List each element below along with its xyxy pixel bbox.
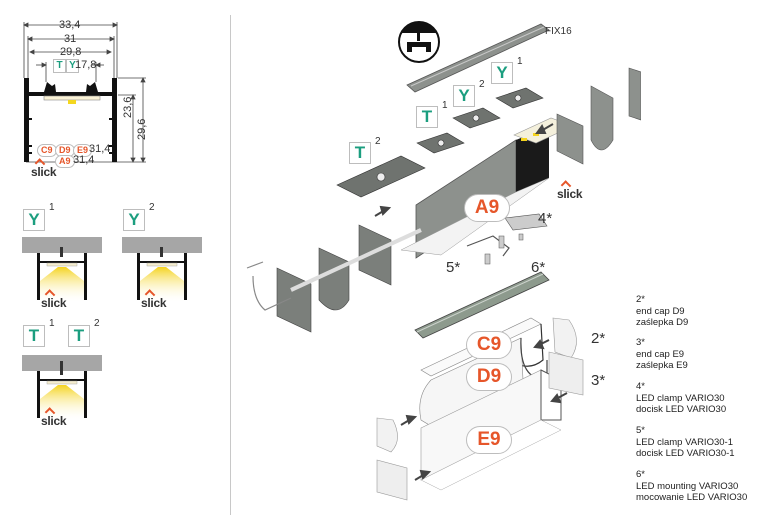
end-cap-left-2 — [318, 247, 350, 311]
legend-item-2: 2* end cap D9 zaślepka D9 — [636, 294, 688, 329]
badge-mount-y: Y — [66, 59, 79, 73]
arrow-icon — [400, 414, 432, 481]
led-clamp-vario30 — [504, 213, 548, 231]
badge-y1-exploded-sup: 1 — [517, 56, 523, 67]
legend-item-3: 3* end cap E9 zaślepka E9 — [636, 337, 688, 372]
badge-t2-sup: 2 — [94, 318, 100, 329]
mount-y2-drawing — [122, 237, 202, 303]
mount-plate-t2 — [336, 155, 426, 198]
legend-item-5: 5* LED clamp VARIO30-1 docisk LED VARIO3… — [636, 425, 735, 460]
legend-en: LED clamp VARIO30 — [636, 392, 725, 404]
legend-en: end cap E9 — [636, 348, 685, 360]
profile-cross-section — [23, 22, 146, 163]
badge-t2-exploded: T — [349, 142, 371, 164]
dim-width-total: 33,4 — [59, 19, 81, 31]
dim-width-31: 31 — [64, 33, 77, 45]
badge-mount-t: T — [53, 59, 66, 73]
legend-pl: docisk LED VARIO30-1 — [636, 448, 735, 459]
legend-en: LED clamp VARIO30-1 — [636, 436, 733, 448]
end-cap-left-1 — [358, 224, 392, 286]
badge-y1: Y — [23, 209, 45, 231]
badge-t1-exploded-sup: 1 — [442, 100, 448, 111]
legend-num: 5* — [636, 425, 645, 436]
fix-mount-icon — [398, 21, 440, 63]
exploded-view — [246, 21, 641, 501]
badge-y2-sup: 2 — [149, 202, 155, 213]
end-cap-d9-left — [376, 417, 398, 453]
dim-width-29-8: 29,8 — [60, 46, 82, 58]
badge-t1-sup: 1 — [49, 318, 55, 329]
fix16-label: FIX16 — [545, 26, 572, 37]
legend-item-4: 4* LED clamp VARIO30 docisk LED VARIO30 — [636, 381, 726, 416]
dim-height-inner: 23,6 — [122, 96, 134, 118]
cover-badge-a9: A9 — [55, 155, 75, 168]
brand-slick-logo: slick — [557, 180, 583, 201]
dim-cover-width-a: 31,4 — [73, 154, 95, 166]
callout-5: 5* — [446, 259, 461, 276]
mount-plate-t1 — [416, 132, 465, 154]
brand-slick-logo: slick — [31, 158, 57, 179]
end-cap-d9 — [552, 317, 577, 359]
dim-cover-width-cde: 31,4 — [89, 143, 111, 155]
badge-t2-exploded-sup: 2 — [375, 136, 381, 147]
brand-slick-logo: slick — [41, 407, 67, 428]
legend-pl: mocowanie LED VARIO30 — [636, 492, 748, 503]
mount-t-drawing — [22, 355, 102, 421]
legend-pl: docisk LED VARIO30 — [636, 404, 727, 415]
arrow-icon — [533, 339, 568, 404]
badge-y1-exploded: Y — [491, 62, 513, 84]
legend-num: 2* — [636, 294, 645, 305]
end-cap-flat — [556, 113, 584, 165]
cover-badge-c9: C9 — [37, 144, 57, 157]
legend-pl: zaślepka D9 — [636, 317, 689, 328]
brand-slick-logo: slick — [41, 289, 67, 310]
legend-en: LED mounting VARIO30 — [636, 480, 739, 492]
end-cap-left-3 — [276, 267, 312, 333]
arrow-icon — [535, 123, 554, 134]
legend-num: 3* — [636, 337, 645, 348]
callout-4: 4* — [538, 210, 553, 227]
cover-label-d9: D9 — [466, 363, 512, 391]
cover-label-a9: A9 — [464, 194, 510, 222]
badge-t1: T — [23, 325, 45, 347]
mount-y1-drawing — [22, 237, 102, 303]
callout-6: 6* — [531, 259, 546, 276]
badge-y2: Y — [123, 209, 145, 231]
cover-badge-e9: E9 — [73, 144, 93, 157]
mount-plate-y2 — [452, 107, 501, 129]
badge-t1-exploded: T — [416, 106, 438, 128]
legend-en: end cap D9 — [636, 305, 685, 317]
cover-label-c9: C9 — [466, 331, 512, 359]
legend-item-6: 6* LED mounting VARIO30 mocowanie LED VA… — [636, 469, 747, 504]
led-mounting-vario30 — [414, 271, 550, 339]
badge-y2-exploded-sup: 2 — [479, 79, 485, 90]
cover-label-e9: E9 — [466, 426, 512, 454]
callout-2: 2* — [591, 330, 606, 347]
end-cap-e9 — [548, 351, 584, 396]
brand-slick-logo: slick — [141, 289, 167, 310]
legend-num: 4* — [636, 381, 645, 392]
legend-pl: zaślepka E9 — [636, 360, 688, 371]
arrow-icon — [374, 205, 392, 217]
dim-height-total: 29,6 — [136, 118, 148, 140]
badge-y2-exploded: Y — [453, 85, 475, 107]
dim-inner-width: 17,8 — [75, 59, 97, 71]
end-cap-flat-2 — [628, 67, 641, 121]
end-cap-e9-left — [376, 459, 408, 501]
end-cap-round — [590, 85, 614, 151]
mount-plate-y1 — [495, 87, 544, 109]
badge-t2: T — [68, 325, 90, 347]
badge-y1-sup: 1 — [49, 202, 55, 213]
legend-num: 6* — [636, 469, 645, 480]
section-divider — [230, 15, 231, 515]
callout-3: 3* — [591, 372, 606, 389]
